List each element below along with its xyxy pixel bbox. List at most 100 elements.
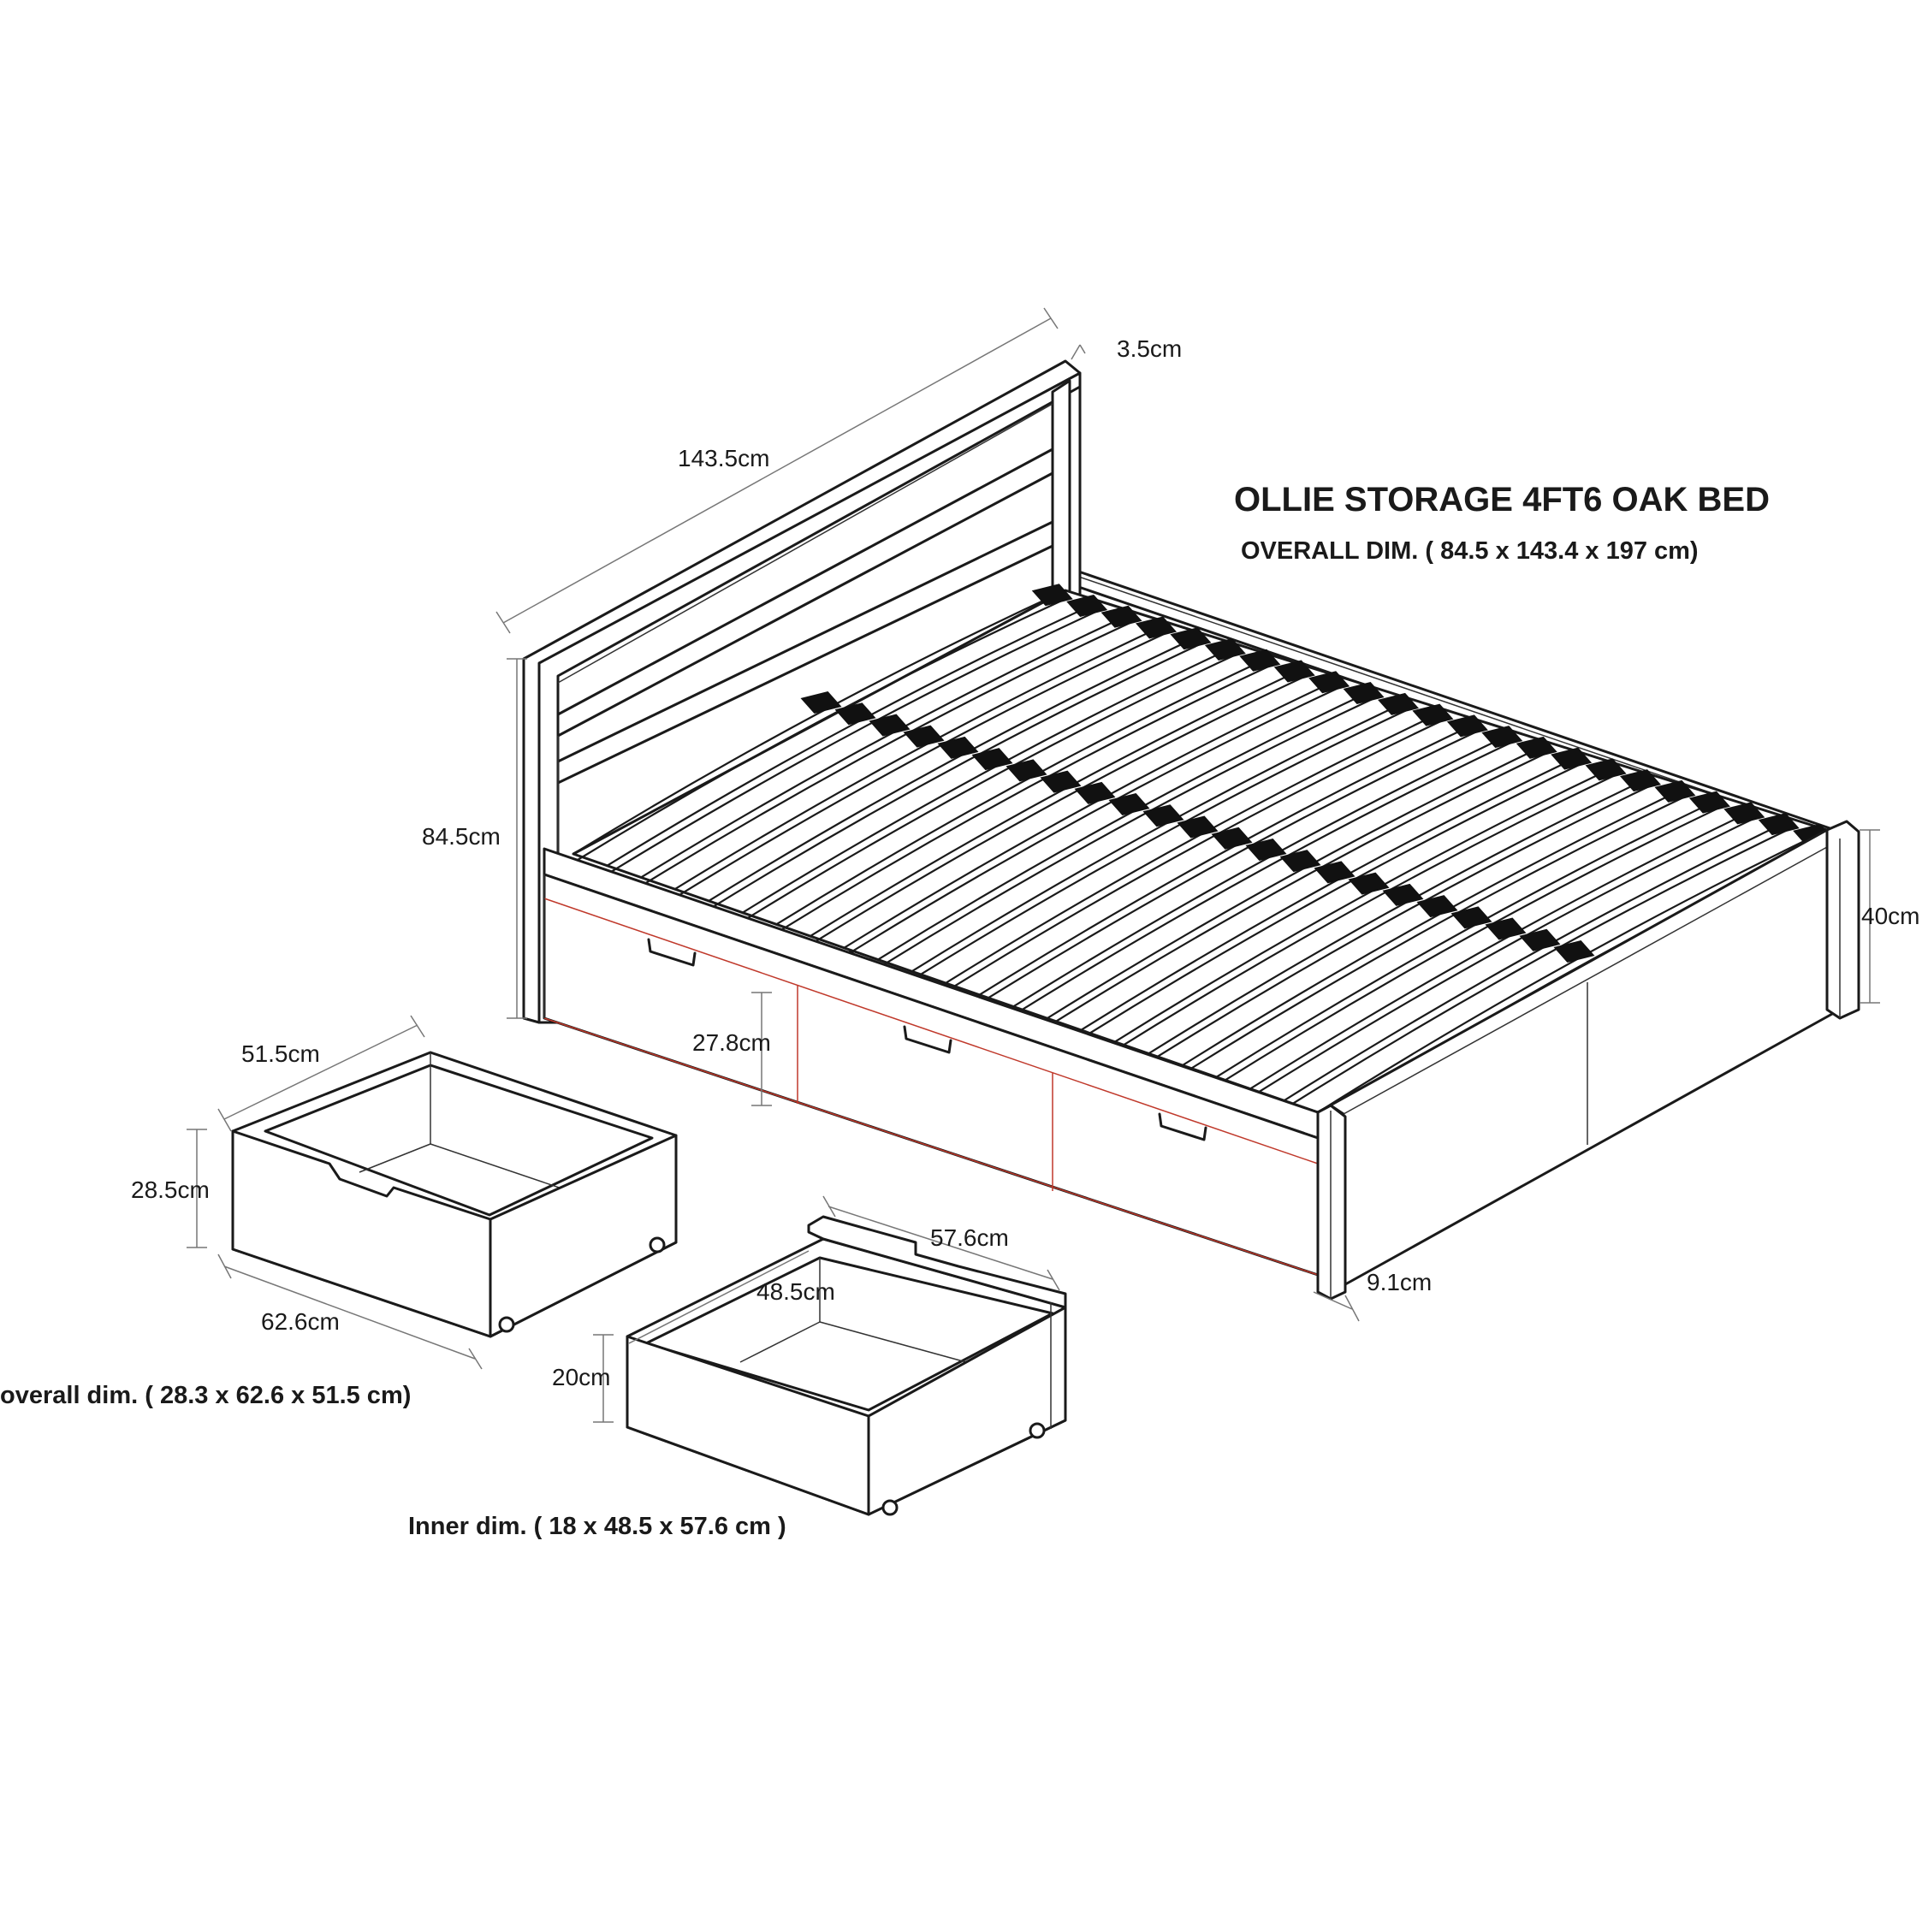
slat-holder-pad (1204, 638, 1246, 661)
slat-holder-pad (1245, 838, 1287, 861)
drawer-outer-illustration (231, 1051, 678, 1338)
slat-holder-pad (1006, 759, 1047, 782)
slat-holder-pad (1031, 584, 1073, 607)
slat-holder-pad (1654, 779, 1696, 803)
slat-holder-pad (1239, 649, 1281, 672)
slat-holder-pad (1136, 616, 1178, 639)
drawer-outer-caption: overall dim. ( 28.3 x 62.6 x 51.5 cm) (0, 1382, 411, 1409)
bed-slat (775, 663, 1274, 934)
slat-holder-pad (1416, 895, 1458, 918)
slat-holder-pad (1100, 605, 1142, 628)
slat-holder-pad (1074, 781, 1116, 804)
slat-holder-pad (800, 691, 842, 714)
bed-slat (1012, 731, 1516, 1008)
drawer-inner-width-label: 57.6cm (930, 1224, 1009, 1251)
bed-slat (708, 641, 1205, 910)
slat-holder-pad (1108, 793, 1150, 816)
bed-slat (572, 590, 1066, 855)
slat-holder-pad (1551, 747, 1593, 770)
slat-holder-pad (1723, 802, 1765, 825)
bed-slat (877, 696, 1378, 969)
slat-base (572, 584, 1835, 1122)
slat-holder-pad (1170, 627, 1212, 650)
bed-slat (1047, 750, 1551, 1028)
slat-holder-pad (869, 714, 911, 737)
slat-holder-pad (1585, 758, 1627, 781)
bed-slat (1148, 774, 1655, 1055)
drawer-front-height-label: 27.8cm (692, 1029, 771, 1056)
drawer-inner-illustration (626, 1215, 1067, 1516)
bed-slat (742, 652, 1239, 922)
drawer-outer-height-label: 28.5cm (131, 1176, 210, 1203)
bed-slat (911, 698, 1413, 973)
drawer-outer-width-label: 62.6cm (261, 1308, 340, 1335)
overall-dimensions: OVERALL DIM. ( 84.5 x 143.4 x 197 cm) (1241, 537, 1699, 565)
bed-slat (810, 674, 1308, 946)
bed-slat (640, 619, 1136, 887)
bed-slat (877, 687, 1378, 961)
bed-slat (1283, 827, 1794, 1111)
bed-slat (1182, 794, 1689, 1076)
bed-slat (843, 676, 1344, 949)
slat-holder-pad (1378, 692, 1420, 715)
slat-holder-pad (1279, 850, 1321, 873)
bed-slat (742, 643, 1239, 914)
bed-slat (674, 622, 1170, 891)
bed-slat (1283, 818, 1794, 1102)
slat-holder-pad (1040, 770, 1082, 793)
slat-holder-pad (1758, 813, 1800, 836)
bed-illustration (522, 359, 1860, 1301)
bed-slat (1249, 815, 1759, 1099)
drawer-inner-caption: Inner dim. ( 18 x 48.5 x 57.6 cm ) (408, 1513, 786, 1540)
bed-slat (1182, 785, 1689, 1067)
slat-holder-pad (1620, 769, 1662, 792)
slat-holder-pad (1314, 861, 1356, 884)
slat-holder-pad (1450, 906, 1492, 929)
bed-slat (1215, 796, 1724, 1078)
slat-holder-pad (1211, 827, 1253, 850)
slat-holder-pad (1348, 872, 1390, 895)
slat-holder-pad (1177, 815, 1219, 839)
bed-slat (1012, 739, 1516, 1016)
bed-slat (1148, 783, 1655, 1064)
slat-holder-pad (1066, 594, 1108, 617)
bed-slat (1317, 829, 1828, 1113)
drawer-inner-height-label: 20cm (552, 1364, 610, 1390)
slat-holder-pad (1412, 703, 1454, 726)
slat-holder-pad (1553, 940, 1595, 963)
slat-holder-pad (1446, 714, 1488, 738)
bed-slat (572, 598, 1066, 863)
bed-slat (775, 655, 1274, 926)
bed-slat (843, 684, 1344, 957)
slat-holder-pad (1273, 660, 1315, 683)
footboard (1316, 820, 1860, 1301)
slat-holder-pad (1516, 736, 1557, 759)
drawer-inner-dimension-lines (593, 1195, 1060, 1423)
slat-holder-pad (1382, 883, 1424, 906)
slat-holder-pad (1343, 682, 1385, 705)
headboard-thickness-label: 3.5cm (1117, 335, 1182, 362)
bed-dimension-lines (495, 307, 1880, 1322)
product-title: OLLIE STORAGE 4FT6 OAK BED (1234, 481, 1770, 519)
slat-holder-pad (1481, 726, 1523, 749)
slat-holder-pad (1519, 928, 1561, 951)
drawer-outer-depth-label: 51.5cm (241, 1040, 320, 1067)
slat-holder-pad (1142, 804, 1184, 827)
bed-slat (1080, 752, 1586, 1031)
bed-slat (945, 709, 1447, 984)
bed-slat (978, 728, 1481, 1005)
bed-slat (945, 718, 1447, 993)
headboard-height-label: 84.5cm (422, 823, 501, 850)
slat-holder-pad (937, 736, 979, 759)
headboard-width-label: 143.5cm (678, 445, 769, 471)
bed-slat (978, 720, 1481, 996)
slat-holder-pad (1688, 791, 1730, 814)
drawer-inner-depth-label: 48.5cm (756, 1278, 835, 1305)
slat-holder-pad (1308, 671, 1350, 694)
bed-slat (1114, 772, 1620, 1052)
slat-holder-pad (1485, 917, 1527, 940)
slat-holder-pad (834, 702, 876, 726)
bed-slat (606, 608, 1100, 875)
drawer-outer-dimension-lines (187, 1015, 483, 1370)
